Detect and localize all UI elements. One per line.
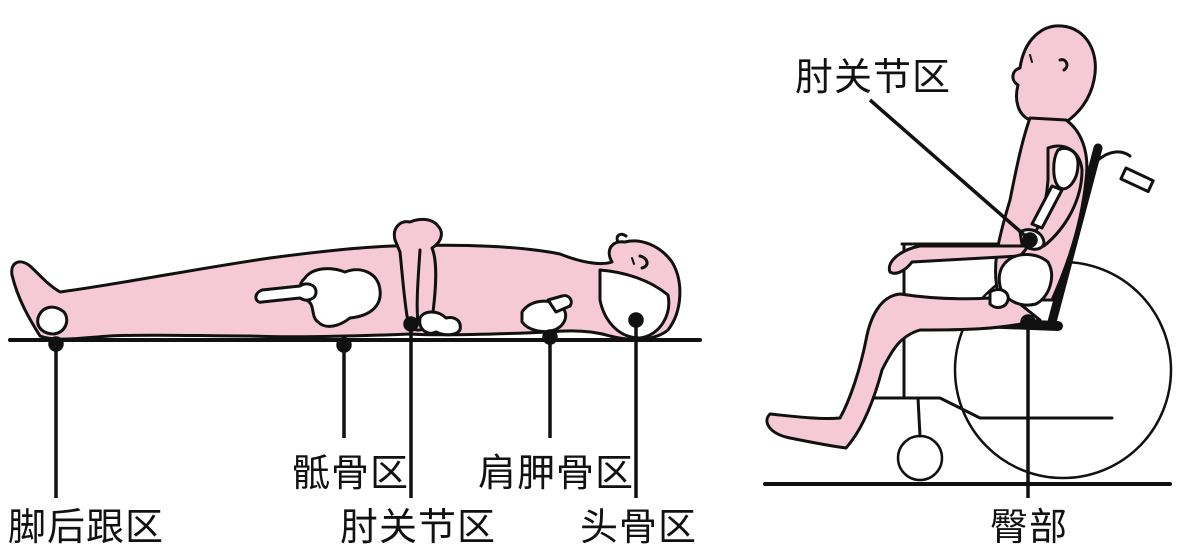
push-handle	[1096, 150, 1132, 162]
occiput-label: 头骨区	[580, 505, 698, 549]
scapula-label: 肩胛骨区	[478, 451, 635, 495]
seated-head	[1011, 24, 1097, 124]
elbow-bone-lying	[418, 310, 462, 337]
buttocks-label: 臀部	[990, 505, 1069, 549]
lying-figure	[8, 217, 702, 342]
occiput-bone	[598, 268, 671, 340]
elbow-seated-label: 肘关节区	[795, 55, 952, 99]
lying-eye	[631, 257, 635, 265]
lying-ear	[638, 254, 649, 270]
lying-nose	[615, 232, 628, 244]
lying-callouts	[48, 312, 644, 498]
frame-lower	[860, 396, 1114, 420]
seated-femur-bone	[988, 288, 1010, 309]
seated-callouts	[868, 98, 1038, 498]
seated-ear	[1058, 58, 1069, 72]
seated-eye	[1029, 54, 1033, 63]
seated-legs	[765, 292, 1042, 450]
heel-bone	[36, 305, 69, 336]
seated-shoulder-bone	[1052, 147, 1080, 191]
shoulder-bone	[546, 294, 573, 314]
sacrum-label: 骶骨区	[292, 451, 410, 495]
elbow-seated-leader	[868, 98, 1032, 242]
heel-label: 脚后跟区	[8, 505, 165, 549]
handle-grip	[1119, 166, 1155, 194]
femur-bone	[254, 282, 318, 304]
elbow-lying-label: 肘关节区	[340, 505, 497, 549]
front-wheel	[896, 434, 944, 482]
seated-arm-bone	[1030, 184, 1064, 230]
seated-pelvis-bone	[997, 253, 1053, 307]
frame-front	[916, 396, 922, 438]
lying-arm-line	[415, 248, 422, 324]
